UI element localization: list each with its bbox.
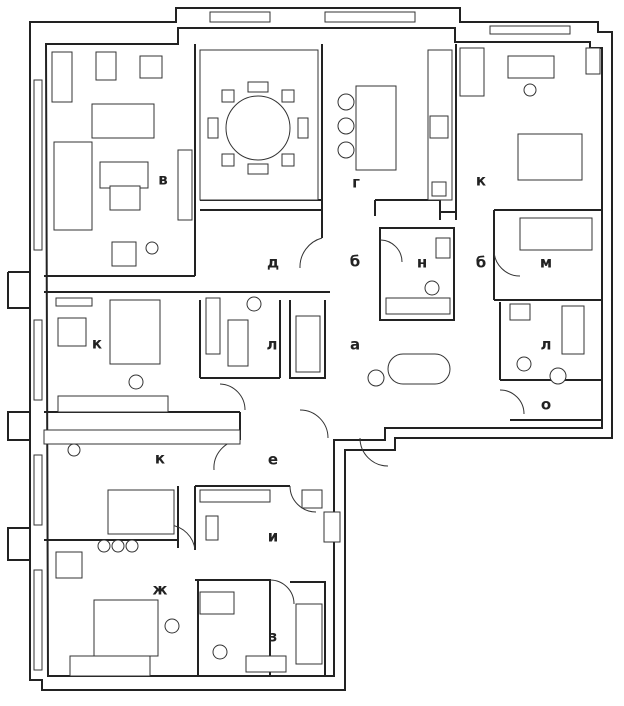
room-label-l2: л: [540, 335, 552, 354]
room-label-a: а: [349, 335, 361, 354]
room-label-b1: б: [349, 252, 361, 271]
bedroom-furniture: [43, 297, 341, 677]
room-label-o: о: [540, 395, 552, 414]
kitchen: [337, 49, 453, 201]
room-label-k2: к: [91, 334, 103, 353]
room-label-l1: л: [266, 335, 278, 354]
bedroom-m-furniture: [459, 47, 601, 251]
room-label-z: з: [268, 627, 278, 646]
room-label-g: г: [352, 173, 360, 192]
dining-set: [199, 49, 319, 201]
room-label-d: д: [266, 253, 280, 272]
room-label-n: н: [416, 253, 428, 272]
room-label-k1: к: [475, 171, 487, 190]
outer-walls: [7, 7, 613, 691]
room-label-e: е: [267, 450, 279, 469]
room-label-zh: ж: [152, 580, 168, 599]
room-label-v: в: [158, 170, 168, 189]
room-label-m: м: [539, 253, 553, 272]
room-label-k3: к: [154, 449, 166, 468]
bathroom-fixtures: [199, 237, 585, 673]
living-room-furniture: [51, 51, 193, 267]
room-label-b2: б: [475, 253, 487, 272]
hall-furniture: [367, 353, 451, 387]
room-label-i: и: [267, 527, 279, 546]
